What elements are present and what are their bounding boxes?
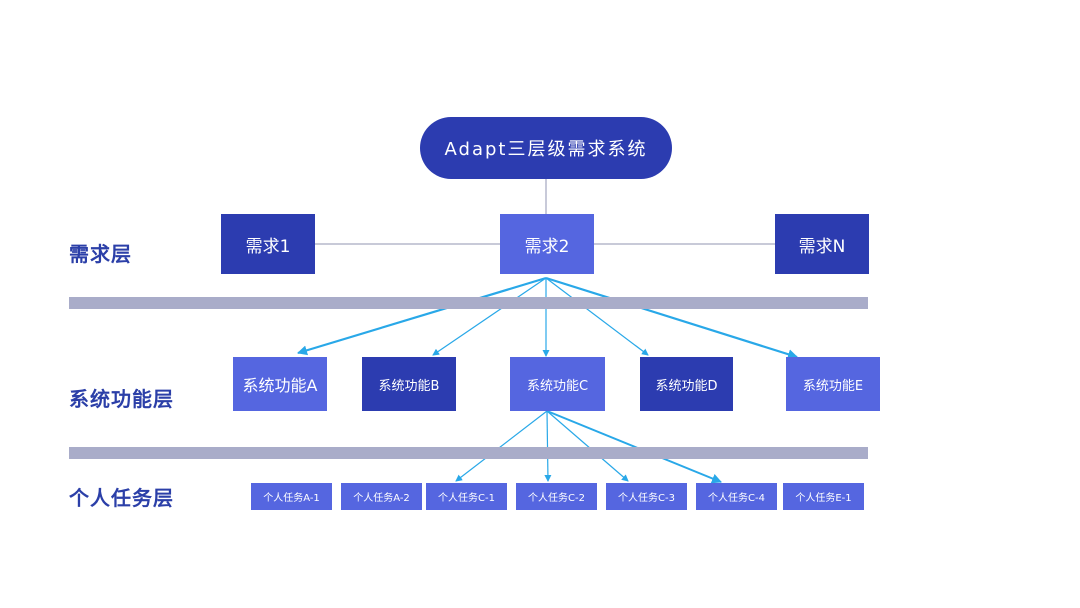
layer-label-task: 个人任务层 xyxy=(69,486,174,510)
arrow-demand2-to-funcD xyxy=(545,277,649,356)
arrow-demand2-to-funcE xyxy=(545,276,798,360)
task-node-a2[interactable]: 个人任务A-2 xyxy=(341,483,422,510)
demand-node-2[interactable]: 需求2 xyxy=(500,214,594,274)
arrow-funcC-to-taskC4 xyxy=(546,410,722,484)
layer-label-function: 系统功能层 xyxy=(69,387,174,411)
function-node-d[interactable]: 系统功能D xyxy=(640,357,733,411)
root-node[interactable]: Adapt三层级需求系统 xyxy=(420,117,672,179)
arrow-funcC-to-taskC1 xyxy=(455,410,548,482)
demand-node-1[interactable]: 需求1 xyxy=(221,214,315,274)
arrow-funcC-to-taskC3 xyxy=(546,410,629,482)
separator-band-top xyxy=(69,297,868,309)
layer-label-demand: 需求层 xyxy=(69,242,132,266)
task-node-c1[interactable]: 个人任务C-1 xyxy=(426,483,507,510)
separator-band-bottom xyxy=(69,447,868,459)
arrow-demand2-to-funcB xyxy=(432,277,547,356)
demand-node-n[interactable]: 需求N xyxy=(775,214,869,274)
task-node-e1[interactable]: 个人任务E-1 xyxy=(783,483,864,510)
task-node-c2[interactable]: 个人任务C-2 xyxy=(516,483,597,510)
function-node-a[interactable]: 系统功能A xyxy=(233,357,327,411)
function-node-c[interactable]: 系统功能C xyxy=(510,357,605,411)
task-node-c4[interactable]: 个人任务C-4 xyxy=(696,483,777,510)
task-node-c3[interactable]: 个人任务C-3 xyxy=(606,483,687,510)
arrow-demand2-to-funcA xyxy=(297,276,547,356)
arrow-funcC-to-taskC2 xyxy=(544,410,552,482)
task-node-a1[interactable]: 个人任务A-1 xyxy=(251,483,332,510)
function-node-b[interactable]: 系统功能B xyxy=(362,357,456,411)
function-node-e[interactable]: 系统功能E xyxy=(786,357,880,411)
